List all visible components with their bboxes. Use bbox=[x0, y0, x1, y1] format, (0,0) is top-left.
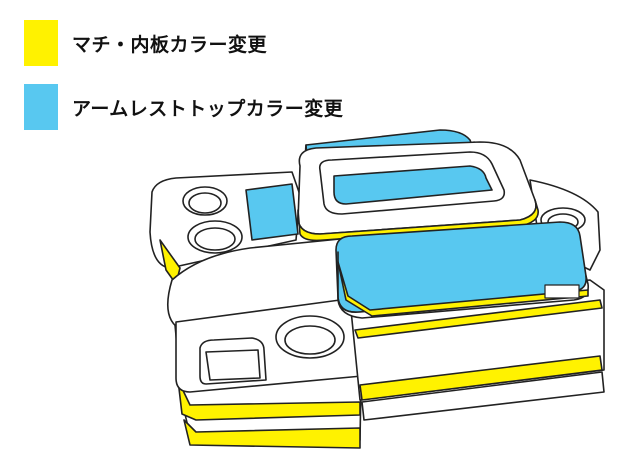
cup-holder-front bbox=[275, 315, 345, 359]
console-body bbox=[166, 237, 363, 449]
back-tray bbox=[149, 171, 301, 285]
front-armrest bbox=[335, 221, 590, 319]
blue-swatch bbox=[24, 84, 58, 130]
yellow-swatch bbox=[24, 20, 58, 66]
cup-holder-back-1 bbox=[182, 186, 228, 216]
legend-label-armrest-top: アームレストトップカラー変更 bbox=[72, 97, 344, 120]
middle-lid bbox=[297, 141, 539, 242]
legend-item-gusset: マチ・内板カラー変更 bbox=[24, 20, 267, 66]
legend-item-armrest-top: アームレストトップカラー変更 bbox=[24, 84, 343, 130]
legend-label-gusset: マチ・内板カラー変更 bbox=[72, 33, 268, 56]
cup-holder-back-2 bbox=[187, 220, 243, 254]
inner-panel-blue bbox=[245, 183, 299, 241]
tag-label bbox=[544, 284, 580, 299]
